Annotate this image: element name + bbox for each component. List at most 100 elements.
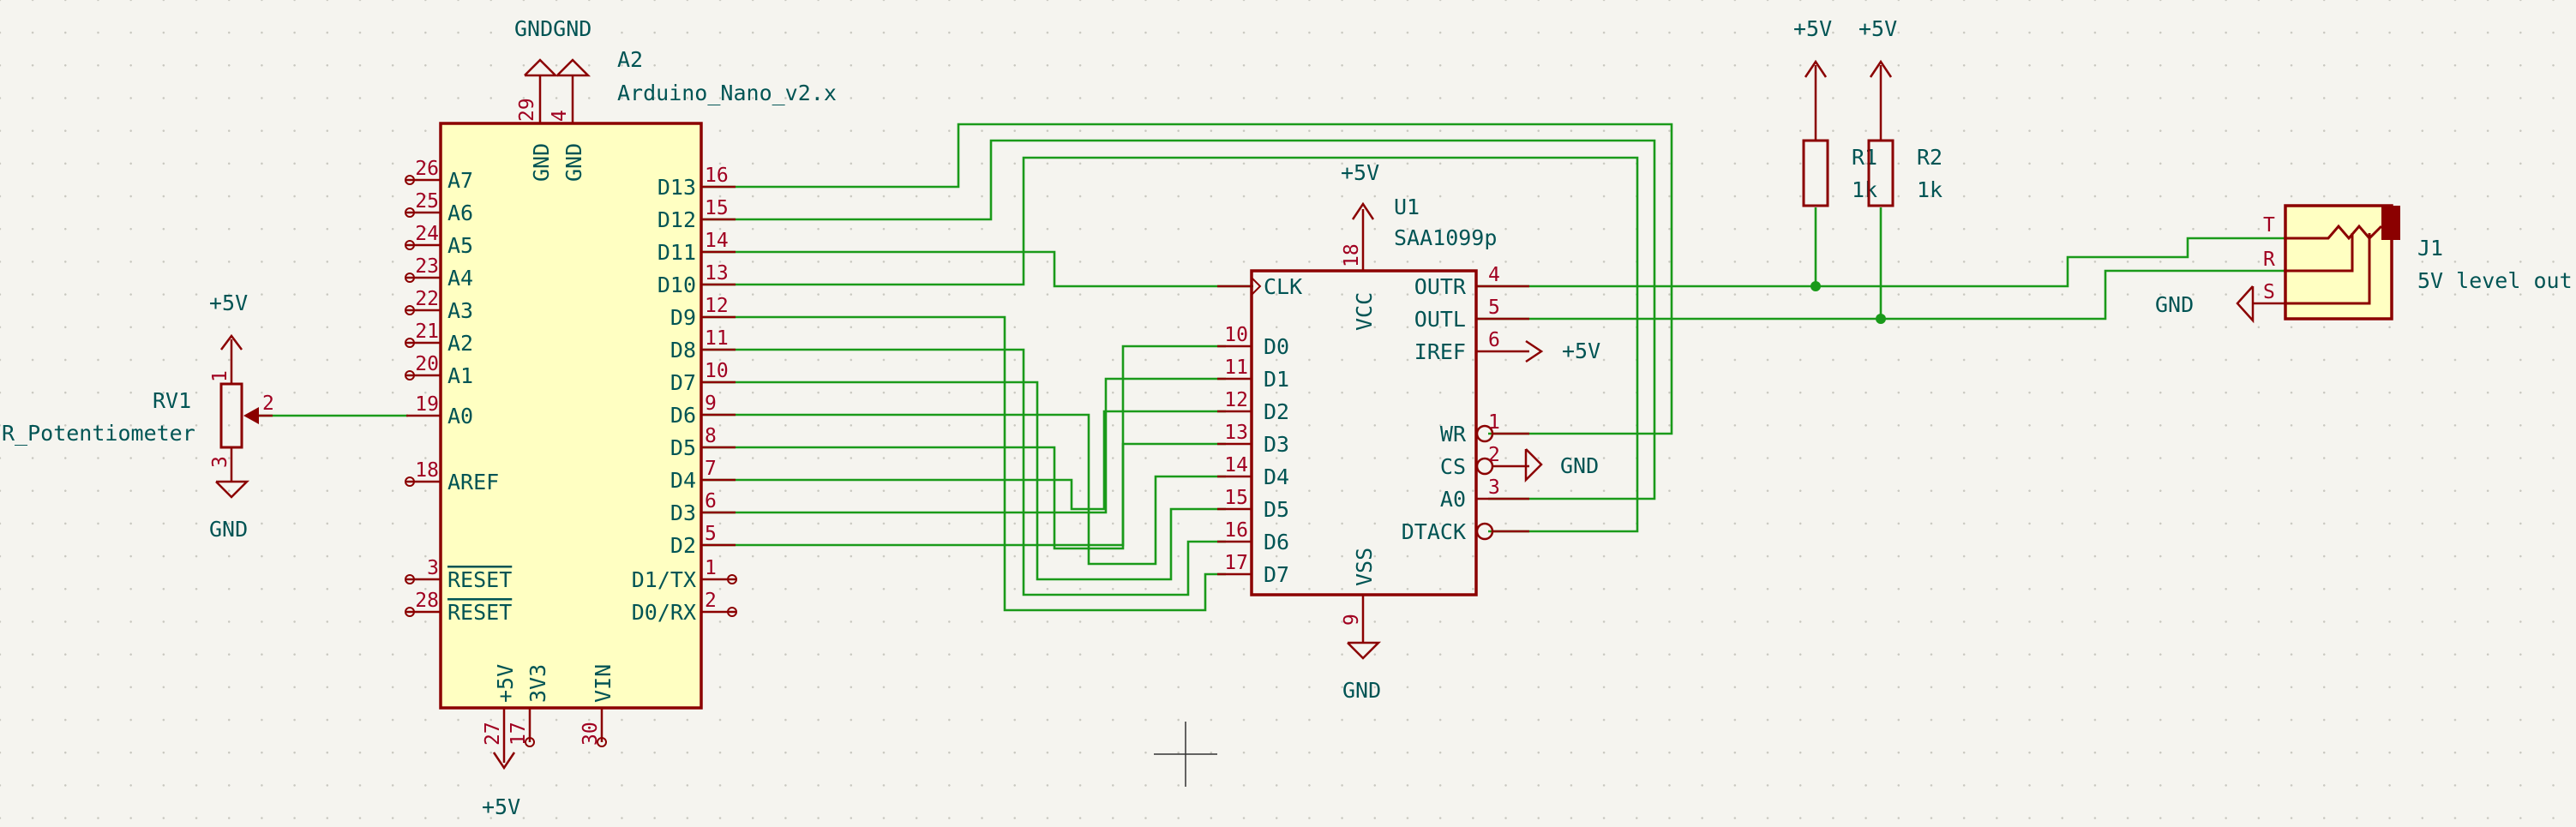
saa-pin-name: D7 <box>1264 562 1289 587</box>
arduino-pin-name-gnd-4: GND <box>561 143 586 182</box>
arrow-up-icon <box>1869 59 1893 78</box>
r2-ref: R2 <box>1917 145 1943 170</box>
arduino-pin-name-vin: VIN <box>591 664 615 703</box>
wire-d12[interactable] <box>703 139 1656 500</box>
arduino-pin-num: 14 <box>705 230 729 252</box>
unconnected-pin-icon <box>405 338 415 348</box>
saa-pin-num: 4 <box>1488 264 1500 286</box>
arduino-pin-num-30: 30 <box>579 722 602 746</box>
rv1-body[interactable] <box>219 382 243 449</box>
arduino-pin-name: A6 <box>447 201 473 225</box>
wire-d5[interactable] <box>703 442 1226 550</box>
arduino-pin-num-29: 29 <box>516 98 538 122</box>
r1-resistor[interactable]: +5V R1 1k <box>1793 16 1877 207</box>
arduino-pin-num: 21 <box>415 321 439 343</box>
arduino-pin-name: D4 <box>670 468 696 493</box>
arduino-pin-name: D13 <box>658 175 696 200</box>
unconnected-pin-icon <box>405 175 415 185</box>
j1-pin-t: T <box>2263 214 2275 237</box>
wire-outl[interactable] <box>1476 269 2284 321</box>
arduino-pin-num: 2 <box>705 590 717 612</box>
saa-pin-num: 17 <box>1224 552 1248 574</box>
saa-pin-num: 5 <box>1488 297 1500 319</box>
arduino-pin-num: 9 <box>705 393 717 415</box>
saa-pin-num: 11 <box>1224 357 1248 379</box>
saa-value: SAA1099p <box>1394 225 1497 250</box>
arduino-pin-name: D9 <box>670 305 696 330</box>
saa-pin-name: D2 <box>1264 399 1289 424</box>
arduino-pin-num: 26 <box>415 158 439 180</box>
saa-pin-num: 1 <box>1488 411 1500 434</box>
arrow-up-icon <box>1351 201 1375 220</box>
saa-pin-num: 10 <box>1224 324 1248 346</box>
arduino-pin-name: A1 <box>447 363 473 388</box>
wire-outr[interactable] <box>1476 237 2284 288</box>
unconnected-pin-icon <box>405 574 415 584</box>
wire-d11[interactable] <box>703 250 1253 288</box>
arrow-down-icon <box>492 752 516 770</box>
arduino-pin-name: A5 <box>447 233 473 258</box>
wire-d13[interactable] <box>703 123 1673 435</box>
rv1-potentiometer[interactable]: +5V GND RV1 R_Potentiometer 1 2 3 <box>2 291 274 542</box>
arduino-pin-num-27: 27 <box>482 722 504 746</box>
saa-pin-name: D1 <box>1264 367 1289 392</box>
j1-body[interactable] <box>2284 204 2393 321</box>
wire-d8[interactable] <box>703 348 1226 596</box>
j1-audio-jack[interactable]: T R S GND J1 5V level out <box>2155 204 2573 324</box>
r2-body[interactable] <box>1867 139 1894 207</box>
wire-d6[interactable] <box>703 413 1226 566</box>
arrow-up-icon <box>1804 59 1828 78</box>
saa-pin-name: OUTR <box>1414 274 1467 299</box>
clock-marker-icon <box>1251 277 1262 296</box>
saa-pin-name: D4 <box>1264 464 1289 489</box>
r1-body[interactable] <box>1802 139 1829 207</box>
unconnected-pin-icon <box>405 207 415 218</box>
arduino-ref: A2 <box>617 47 643 72</box>
gnd-label-overlap: GNDGND <box>514 16 591 41</box>
wire-d7[interactable] <box>703 381 1226 581</box>
arduino-pin-num: 28 <box>415 590 439 612</box>
wire-d10[interactable] <box>703 156 1639 533</box>
saa-pin-num-9: 9 <box>1341 614 1363 626</box>
arduino-pin-num: 23 <box>415 255 439 278</box>
gnd-symbol-icon-left <box>2236 285 2255 324</box>
j1-pin-r: R <box>2263 249 2275 271</box>
rv1-value: R_Potentiometer <box>2 421 195 446</box>
gnd-label-rv1: GND <box>209 517 248 542</box>
arduino-pin-num-17: 17 <box>507 722 530 746</box>
power-label-5v-saa: +5V <box>1341 160 1379 185</box>
arduino-pin-name: D2 <box>670 533 696 558</box>
inversion-bubble-icon <box>1475 424 1494 443</box>
saa-pin-num: 14 <box>1224 454 1248 476</box>
saa-pin-num: 12 <box>1224 389 1248 411</box>
arduino-pin-num: 1 <box>705 557 717 579</box>
arduino-pin-num: 10 <box>705 360 729 382</box>
arduino-body[interactable] <box>439 122 703 710</box>
unconnected-pin-icon <box>727 607 737 617</box>
j1-value: 5V level out <box>2417 268 2573 293</box>
gnd-symbol-icon <box>1347 641 1382 660</box>
saa-pin-name: D3 <box>1264 432 1289 457</box>
wire-d3[interactable] <box>703 377 1226 514</box>
arduino-pin-num: 12 <box>705 295 729 317</box>
r2-resistor[interactable]: +5V R2 1k <box>1858 16 1943 207</box>
arduino-pin-name: D3 <box>670 500 696 525</box>
saa-pin-name: D6 <box>1264 530 1289 554</box>
power-label-5v-r1: +5V <box>1793 16 1832 41</box>
power-label-5v-iref: +5V <box>1562 339 1600 363</box>
unconnected-pin-icon <box>405 370 415 381</box>
wire-d9[interactable] <box>703 315 1226 612</box>
arduino-pin-num: 7 <box>705 458 717 480</box>
arduino-pin-name: D0/RX <box>632 600 696 625</box>
j1-ref: J1 <box>2417 236 2443 261</box>
wire-d4[interactable] <box>703 410 1226 511</box>
arduino-pin-num-4: 4 <box>549 110 571 122</box>
arduino-pin-num: 3 <box>427 557 439 579</box>
arduino-pin-name: D11 <box>658 240 696 265</box>
arduino-pin-num: 6 <box>705 490 717 512</box>
wire-d2[interactable] <box>703 345 1226 547</box>
